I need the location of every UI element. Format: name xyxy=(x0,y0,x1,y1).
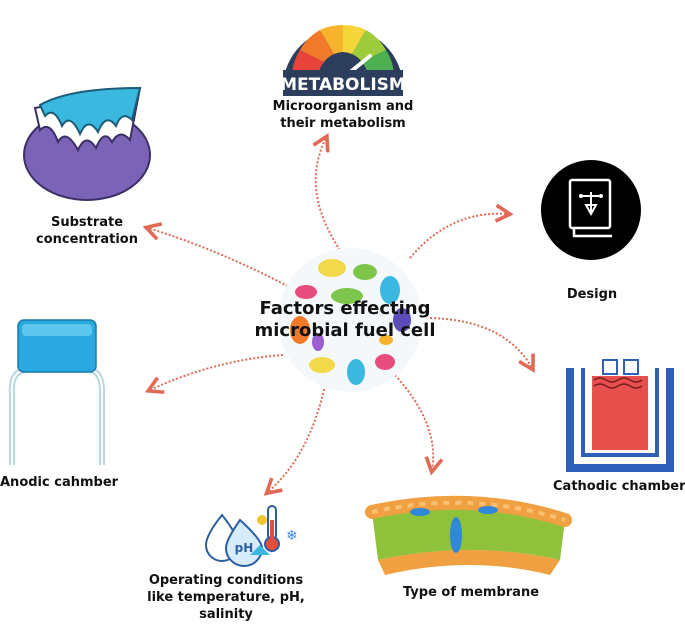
ph-label: pH xyxy=(235,541,254,555)
substrate-icon xyxy=(23,86,151,201)
label-substrate-line2: concentration xyxy=(36,232,138,247)
label-substrate-line1: Substrate xyxy=(50,215,124,230)
arrow-to-operating xyxy=(263,384,326,496)
label-anodic-line1: Anodic cahmber xyxy=(0,475,119,490)
center-title: Factors effecting microbial fuel cell xyxy=(235,298,455,342)
label-cathodic-line1: Cathodic chamber xyxy=(553,479,685,494)
metabolism-icon-text: METABOLISM xyxy=(280,75,406,95)
label-membrane-line1: Type of membrane xyxy=(402,585,540,600)
label-operating-line1: Operating conditions xyxy=(148,573,304,588)
connector-arrows xyxy=(142,132,535,496)
arrow-to-cathodic xyxy=(429,317,535,373)
label-operating: Operating conditions like temperature, p… xyxy=(146,572,306,623)
arrow-to-anodic xyxy=(144,354,284,395)
label-metabolism-line2: their metabolism xyxy=(280,116,406,131)
label-substrate: Substrate concentration xyxy=(12,214,162,248)
arrow-to-design xyxy=(409,203,514,259)
label-metabolism: Microorganism and their metabolism xyxy=(258,98,428,132)
design-icon xyxy=(541,160,641,260)
center-title-line2: microbial fuel cell xyxy=(254,320,436,341)
microbes-cluster-icon xyxy=(278,248,422,392)
label-operating-line3: salinity xyxy=(199,607,253,622)
label-cathodic: Cathodic chamber xyxy=(553,478,685,495)
label-membrane: Type of membrane xyxy=(396,584,546,601)
label-anodic: Anodic cahmber xyxy=(0,474,118,491)
label-design-line1: Design xyxy=(566,287,618,302)
arrow-to-membrane xyxy=(394,374,444,476)
anodic-chamber-icon xyxy=(8,319,106,465)
membrane-icon xyxy=(365,495,572,575)
label-design: Design xyxy=(560,286,624,303)
operating-conditions-icon: pH ❄ xyxy=(204,505,298,567)
label-metabolism-line1: Microorganism and xyxy=(272,99,414,114)
label-operating-line2: like temperature, pH, xyxy=(147,590,305,605)
cathodic-chamber-icon xyxy=(566,359,674,472)
arrow-to-substrate xyxy=(142,222,296,291)
snowflake-icon: ❄ xyxy=(286,528,298,544)
metabolism-gauge-icon: METABOLISM xyxy=(280,24,406,96)
center-title-line1: Factors effecting xyxy=(259,298,431,319)
arrow-to-metabolism xyxy=(312,132,341,251)
